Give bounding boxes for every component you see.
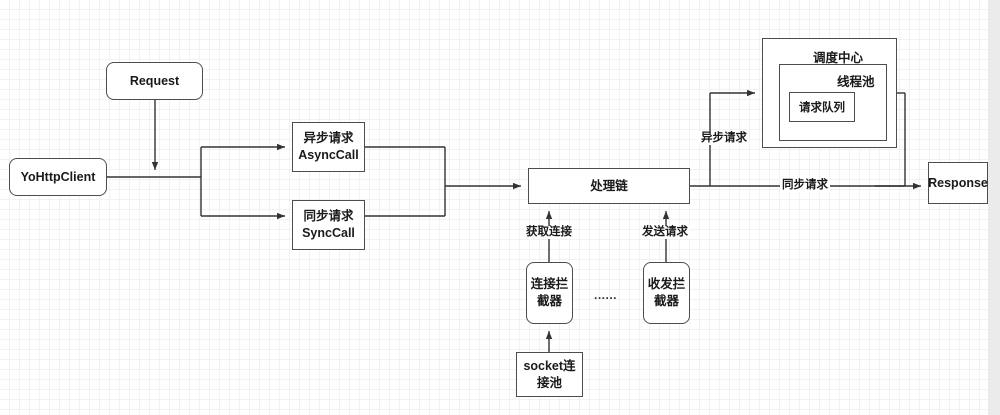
node-thread-pool[interactable]: 线程池 请求队列 xyxy=(779,64,887,141)
canvas-right-margin xyxy=(988,0,1000,415)
node-thread-pool-label: 线程池 xyxy=(837,75,875,89)
node-sync-call[interactable]: 同步请求 SyncCall xyxy=(292,200,365,250)
node-socket-pool-line2: 接池 xyxy=(536,375,562,390)
node-connect-interceptor-line2: 截器 xyxy=(536,294,562,308)
node-request-queue-label: 请求队列 xyxy=(799,102,845,114)
node-response-label: Response xyxy=(928,175,988,190)
node-async-call-label-cn: 异步请求 xyxy=(303,131,354,146)
node-handler-chain[interactable]: 处理链 xyxy=(528,168,690,204)
node-dispatcher[interactable]: 调度中心 线程池 请求队列 xyxy=(762,38,897,148)
node-response[interactable]: Response xyxy=(928,162,988,204)
node-socket-pool[interactable]: socket连 接池 xyxy=(516,352,583,397)
node-request[interactable]: Request xyxy=(106,62,203,100)
edge-label-sync-request: 同步请求 xyxy=(780,179,830,192)
node-yohttpclient-label: YoHttpClient xyxy=(20,169,96,184)
edge-label-send-request: 发送请求 xyxy=(640,226,690,239)
node-yohttpclient[interactable]: YoHttpClient xyxy=(9,158,107,196)
node-sync-call-label-en: SyncCall xyxy=(302,226,355,240)
node-async-call-label-en: AsyncCall xyxy=(298,148,359,162)
node-io-interceptor-line1: 收发拦 xyxy=(647,277,686,292)
node-dispatcher-label: 调度中心 xyxy=(813,51,864,65)
interceptor-ellipsis: ...... xyxy=(594,288,618,302)
node-request-queue[interactable]: 请求队列 xyxy=(789,92,855,122)
node-io-interceptor[interactable]: 收发拦 截器 xyxy=(643,262,690,324)
node-socket-pool-line1: socket连 xyxy=(523,358,576,373)
node-handler-chain-label: 处理链 xyxy=(590,178,628,193)
node-sync-call-label-cn: 同步请求 xyxy=(303,209,354,224)
node-connect-interceptor-line1: 连接拦 xyxy=(530,277,569,292)
edge-label-async-request: 异步请求 xyxy=(699,132,749,145)
node-io-interceptor-line2: 截器 xyxy=(653,294,679,308)
node-request-label: Request xyxy=(129,73,180,88)
node-async-call[interactable]: 异步请求 AsyncCall xyxy=(292,122,365,172)
edge-label-get-connection: 获取连接 xyxy=(524,226,574,239)
node-connect-interceptor[interactable]: 连接拦 截器 xyxy=(526,262,573,324)
